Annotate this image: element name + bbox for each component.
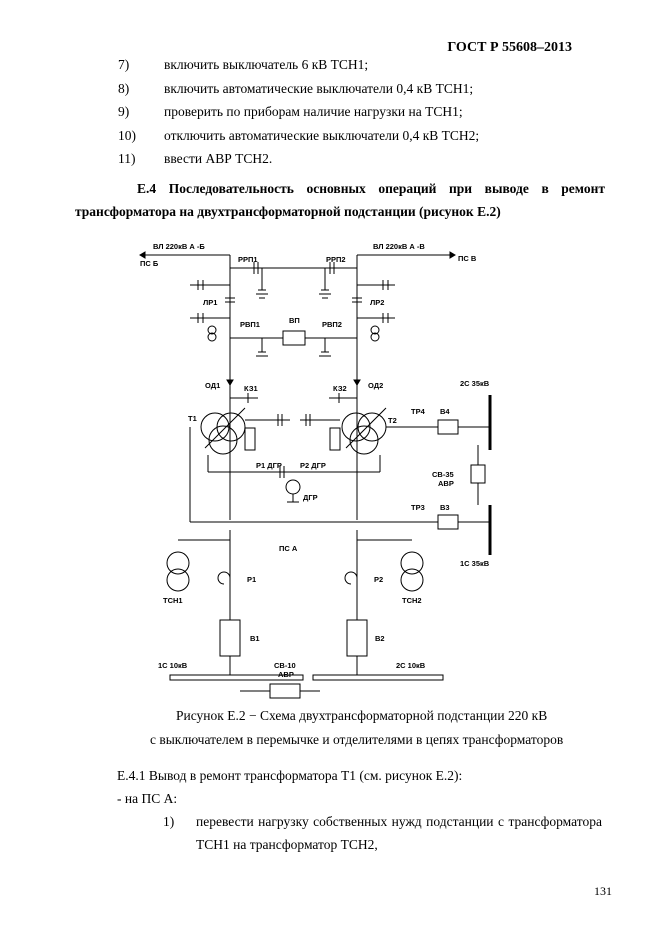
label-sv35-avr: АВР [438,479,454,488]
label-t2: Т2 [388,416,397,425]
list-item: 8)включить автоматические выключатели 0,… [118,81,474,96]
label-tsn1: ТСН1 [163,596,183,605]
label-r1: Р1 [247,575,256,584]
label-ps-b: ПС Б [140,259,159,268]
label-kz2: КЗ2 [333,384,347,393]
label-vl-ab: ВЛ 220кВ А -Б [153,242,205,251]
label-tr3: ТР3 [411,503,425,512]
label-bus-1c-10: 1С 10кВ [158,661,188,670]
label-sv10: СВ-10 [274,661,296,670]
label-v2: В2 [375,634,385,643]
list-item: 7)включить выключатель 6 кВ ТСН1; [118,57,369,72]
label-od1: ОД1 [205,381,220,390]
label-lr2: ЛР2 [370,298,384,307]
document-header: ГОСТ Р 55608–2013 [447,40,572,55]
figure-caption-line2: с выключателем в перемычке и отделителям… [150,732,564,747]
label-ps-a: ПС А [279,544,298,553]
label-r1-dgr: Р1 ДГР [256,461,282,470]
list-item: 11)ввести АВР ТСН2. [118,151,273,166]
label-rvp1: РВП1 [240,320,260,329]
label-vl-av: ВЛ 220кВ А -В [373,242,425,251]
step-number: 1) [163,814,175,829]
label-v1: В1 [250,634,260,643]
subsection-heading: Е.4.1 Вывод в ремонт трансформатора Т1 (… [117,768,463,783]
list-item: 9)проверить по приборам наличие нагрузки… [118,104,463,119]
label-bus-2c-35: 2С 35кВ [460,379,490,388]
label-dgr: ДГР [303,493,318,502]
page-number: 131 [594,884,612,898]
label-v3: В3 [440,503,450,512]
label-vp: ВП [289,316,300,325]
label-bus-2c-10: 2С 10кВ [396,661,426,670]
list-item: 10)отключить автоматические выключатели … [118,128,480,143]
figure-caption-line1: Рисунок Е.2 − Схема двухтрансформаторной… [176,708,548,723]
label-rvp2: РВП2 [322,320,342,329]
label-od2: ОД2 [368,381,383,390]
label-sv10-avr: АВР [278,670,294,679]
label-ps-v: ПС В [458,254,477,263]
label-tsn2: ТСН2 [402,596,422,605]
label-r2-dgr: Р2 ДГР [300,461,326,470]
label-bus-1c-35: 1С 35кВ [460,559,490,568]
step-text-line1: перевести нагрузку собственных нужд подс… [196,814,602,829]
label-r2: Р2 [374,575,383,584]
label-sv35: СВ-35 [432,470,454,479]
label-kz1: КЗ1 [244,384,258,393]
label-tr4: ТР4 [411,407,426,416]
step-text-line2: ТСН1 на трансформатор ТСН2, [196,837,378,852]
bullet-text: - на ПС А: [117,791,178,806]
label-v4: В4 [440,407,450,416]
label-lr1: ЛР1 [203,298,217,307]
label-rrp2: РРП2 [326,255,346,264]
label-rrp1: РРП1 [238,255,258,264]
label-t1: Т1 [188,414,197,423]
